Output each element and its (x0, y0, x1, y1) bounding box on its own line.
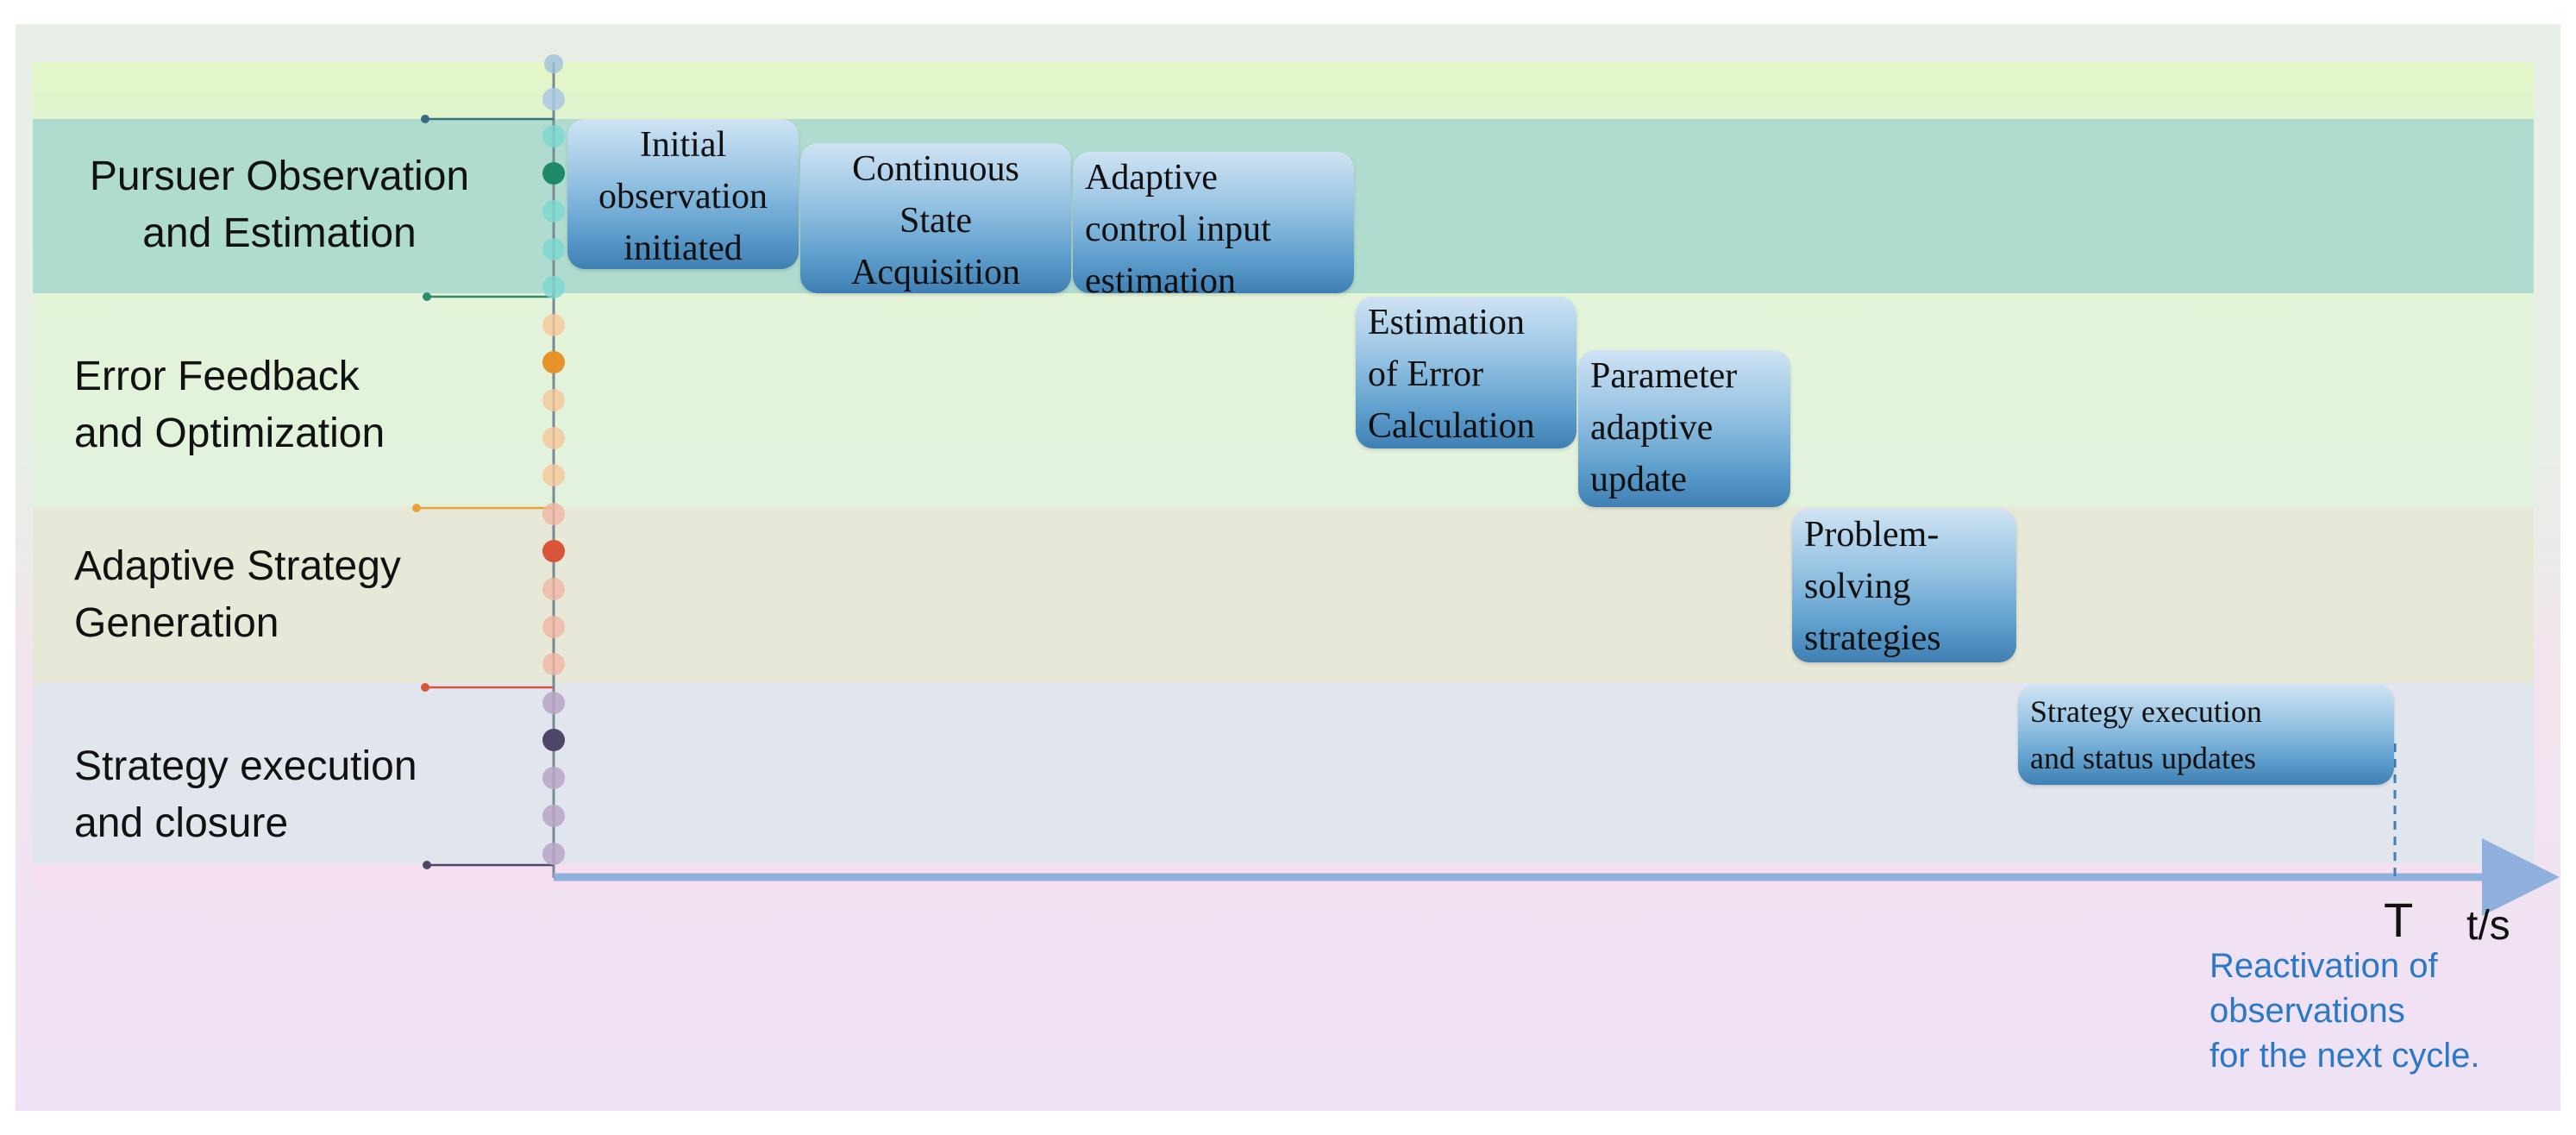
stage-text-line: adaptive (1590, 408, 1714, 448)
timeline-dot (542, 125, 565, 147)
lane-label-line: and Estimation (142, 210, 417, 256)
timeline-dot (542, 427, 565, 449)
stage-text-line: estimation (1085, 261, 1236, 301)
timeline-dot (542, 843, 565, 865)
note-line: for the next cycle. (2209, 1037, 2480, 1075)
lane-label-strategy-generation: Adaptive Strategy Generation (74, 538, 401, 652)
stage-text-line: Acquisition (851, 253, 1020, 292)
timeline-dot (542, 616, 565, 638)
lane-label-line: and closure (74, 800, 289, 846)
reactivation-note: Reactivation of observations for the nex… (2209, 944, 2479, 1078)
timeline-dot (542, 389, 565, 411)
stage-text-line: Parameter (1590, 356, 1738, 396)
timeline-dot (542, 464, 565, 486)
stage-text-line: update (1590, 460, 1687, 499)
stage-text-line: initiated (624, 229, 743, 268)
lane-band-error-feedback (33, 293, 2534, 507)
timeline-dot (544, 54, 563, 73)
timeline-dot-key (542, 540, 565, 562)
timeline-dot (542, 314, 565, 336)
stage-text-line: Adaptive (1085, 158, 1218, 198)
stage-text-line: strategies (1804, 618, 1941, 658)
stage-text-line: Estimation (1368, 303, 1525, 342)
lane-connector-execution-bottom (423, 861, 554, 869)
lane-label-line: Pursuer Observation (89, 154, 470, 199)
stage-text-line: solving (1804, 567, 1911, 606)
stage-text-line: of Error (1368, 354, 1484, 394)
timeline-dot-key (542, 729, 565, 751)
stage-error-calculation: Estimation of Error Calculation (1356, 297, 1576, 448)
lane-connector-observation-top (421, 115, 554, 123)
stage-text-line: Continuous (852, 149, 1019, 189)
timeline-dot (542, 238, 565, 260)
timeline-dot (542, 503, 565, 525)
stage-strategy-execution: Strategy execution and status updates (2018, 685, 2394, 785)
lane-label-line: Generation (74, 600, 279, 646)
lane-label-line: Strategy execution (74, 743, 417, 789)
stage-text-line: and status updates (2030, 741, 2256, 775)
note-line: Reactivation of (2209, 947, 2438, 985)
timeline-dot (542, 653, 565, 675)
stage-parameter-update: Parameter adaptive update (1578, 350, 1790, 507)
lane-label-line: Error Feedback (74, 354, 360, 399)
lane-label-execution: Strategy execution and closure (74, 738, 417, 852)
stage-text-line: control input (1085, 210, 1271, 249)
stage-continuous-state-acquisition: Continuous State Acquisition (800, 143, 1071, 293)
lane-label-observation: Pursuer Observation and Estimation (55, 148, 504, 262)
timeline-dot (542, 805, 565, 827)
lane-connector-error-bottom (412, 504, 554, 512)
stage-text-line: Calculation (1368, 406, 1535, 446)
stage-text-line: State (899, 201, 972, 241)
timeline-dot-key (542, 162, 565, 185)
timeline-dot-key (542, 351, 565, 373)
lane-label-error-feedback: Error Feedback and Optimization (74, 348, 385, 462)
stage-initial-observation: Initial observation initiated (567, 119, 799, 269)
lane-connector-observation-bottom (423, 292, 554, 301)
stage-text-line: observation (599, 177, 768, 216)
lane-connector-strategy-bottom (421, 683, 554, 692)
end-time-marker-label: T (2384, 893, 2414, 947)
lane-label-line: and Optimization (74, 411, 385, 456)
stage-text-line: Strategy execution (2030, 694, 2262, 729)
timeline-dot (542, 276, 565, 298)
time-unit-label: t/s (2466, 903, 2510, 949)
timeline-dot (542, 88, 565, 110)
timeline-dot (542, 767, 565, 789)
timeline-dot (542, 692, 565, 714)
timeline-dot (542, 200, 565, 223)
lane-band-strategy-generation (33, 507, 2534, 683)
stage-text-line: Initial (639, 125, 727, 165)
note-line: observations (2209, 992, 2405, 1030)
stage-problem-solving: Problem- solving strategies (1792, 509, 2016, 662)
timeline-dot (542, 578, 565, 600)
lane-label-line: Adaptive Strategy (74, 543, 401, 589)
stage-adaptive-control-estimation: Adaptive control input estimation (1073, 152, 1354, 301)
top-band (33, 62, 2534, 119)
stage-text-line: Problem- (1804, 515, 1940, 555)
